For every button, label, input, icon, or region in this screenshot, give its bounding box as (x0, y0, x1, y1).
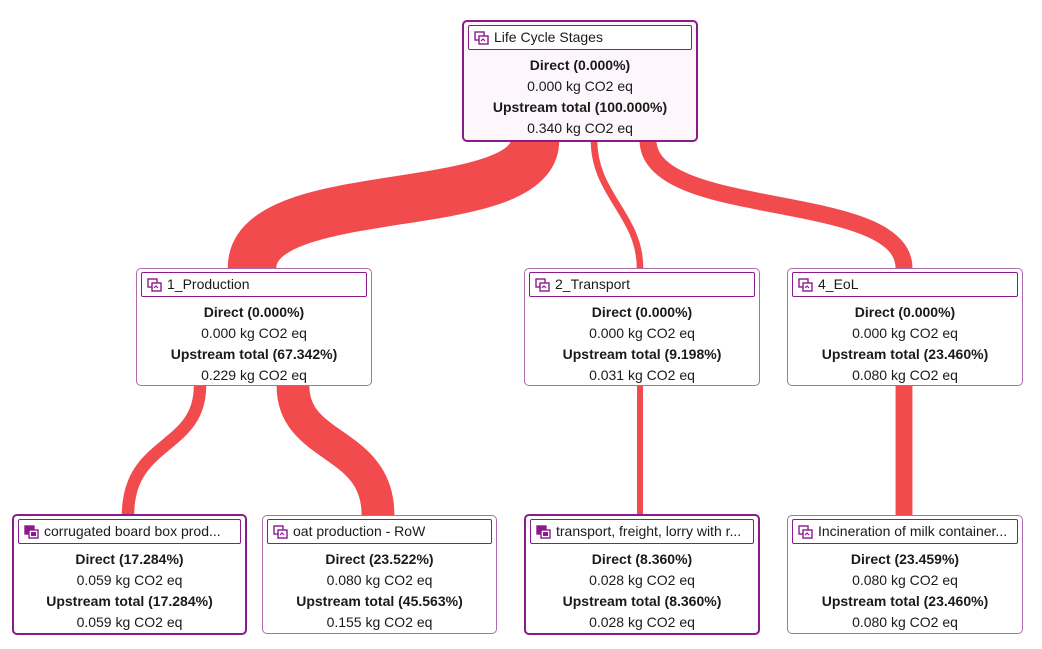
direct-label: Direct (0.000%) (591, 304, 693, 320)
node-header[interactable]: oat production - RoW (267, 519, 492, 544)
direct-label: Direct (0.000%) (529, 57, 631, 73)
flow-root-to-transport (590, 139, 644, 269)
node-header[interactable]: corrugated board box prod... (18, 519, 241, 544)
direct-value: 0.000 kg CO2 eq (852, 325, 958, 341)
upstream-value: 0.080 kg CO2 eq (852, 367, 958, 383)
direct-label: Direct (0.000%) (854, 304, 956, 320)
upstream-value: 0.031 kg CO2 eq (589, 367, 695, 383)
upstream-value: 0.080 kg CO2 eq (852, 614, 958, 630)
upstream-label: Upstream total (23.460%) (821, 593, 989, 609)
direct-value: 0.028 kg CO2 eq (589, 572, 695, 588)
direct-value: 0.000 kg CO2 eq (201, 325, 307, 341)
node-oat-production[interactable]: oat production - RoW Direct (23.522%) 0.… (262, 515, 497, 634)
node-title: corrugated board box prod... (44, 523, 221, 539)
upstream-value: 0.340 kg CO2 eq (527, 120, 633, 136)
node-header[interactable]: 4_EoL (792, 272, 1018, 297)
process-group-icon (474, 30, 489, 45)
process-group-icon (798, 277, 813, 292)
node-header[interactable]: 1_Production (141, 272, 367, 297)
direct-label: Direct (0.000%) (203, 304, 305, 320)
flow-root-to-production (227, 136, 560, 272)
node-corrugated-board-box[interactable]: corrugated board box prod... Direct (17.… (12, 514, 247, 635)
direct-value: 0.000 kg CO2 eq (589, 325, 695, 341)
direct-label: Direct (23.459%) (850, 551, 960, 567)
upstream-label: Upstream total (67.342%) (170, 346, 338, 362)
process-group-icon (535, 277, 550, 292)
node-title: oat production - RoW (293, 523, 426, 539)
node-title: Life Cycle Stages (494, 29, 603, 45)
node-title: transport, freight, lorry with r... (556, 523, 742, 539)
upstream-value: 0.028 kg CO2 eq (589, 614, 695, 630)
node-title: 2_Transport (555, 276, 630, 292)
upstream-label: Upstream total (9.198%) (562, 346, 722, 362)
upstream-value: 0.229 kg CO2 eq (201, 367, 307, 383)
upstream-label: Upstream total (23.460%) (821, 346, 989, 362)
direct-label: Direct (23.522%) (325, 551, 434, 567)
direct-value: 0.000 kg CO2 eq (527, 78, 633, 94)
process-group-icon (273, 524, 288, 539)
unit-process-icon (24, 524, 39, 539)
flow-root-to-eol (639, 138, 913, 270)
upstream-value: 0.155 kg CO2 eq (326, 614, 433, 630)
node-incineration[interactable]: Incineration of milk container... Direct… (787, 515, 1023, 634)
direct-label: Direct (8.360%) (591, 551, 693, 567)
node-production[interactable]: 1_Production Direct (0.000%) 0.000 kg CO… (136, 268, 372, 386)
node-title: Incineration of milk container... (818, 523, 1008, 539)
upstream-label: Upstream total (100.000%) (492, 99, 668, 115)
direct-value: 0.080 kg CO2 eq (852, 572, 958, 588)
node-header[interactable]: Life Cycle Stages (468, 25, 692, 50)
process-group-icon (147, 277, 162, 292)
upstream-label: Upstream total (8.360%) (562, 593, 722, 609)
direct-value: 0.080 kg CO2 eq (326, 572, 433, 588)
node-transport[interactable]: 2_Transport Direct (0.000%) 0.000 kg CO2… (524, 268, 760, 386)
upstream-label: Upstream total (45.563%) (296, 593, 463, 609)
process-group-icon (798, 524, 813, 539)
upstream-value: 0.059 kg CO2 eq (76, 614, 183, 630)
node-header[interactable]: 2_Transport (529, 272, 755, 297)
node-life-cycle-stages[interactable]: Life Cycle Stages Direct (0.000%) 0.000 … (462, 20, 698, 142)
unit-process-icon (536, 524, 551, 539)
flow-production-to-oat (276, 384, 395, 517)
node-eol[interactable]: 4_EoL Direct (0.000%) 0.000 kg CO2 eq Up… (787, 268, 1023, 386)
direct-value: 0.059 kg CO2 eq (76, 572, 183, 588)
node-title: 1_Production (167, 276, 250, 292)
node-header[interactable]: transport, freight, lorry with r... (530, 519, 754, 544)
flow-production-to-corrugated (121, 385, 207, 516)
upstream-label: Upstream total (17.284%) (46, 593, 213, 609)
direct-label: Direct (17.284%) (75, 551, 184, 567)
node-transport-freight-lorry[interactable]: transport, freight, lorry with r... Dire… (524, 514, 760, 635)
node-header[interactable]: Incineration of milk container... (792, 519, 1018, 544)
node-title: 4_EoL (818, 276, 859, 292)
